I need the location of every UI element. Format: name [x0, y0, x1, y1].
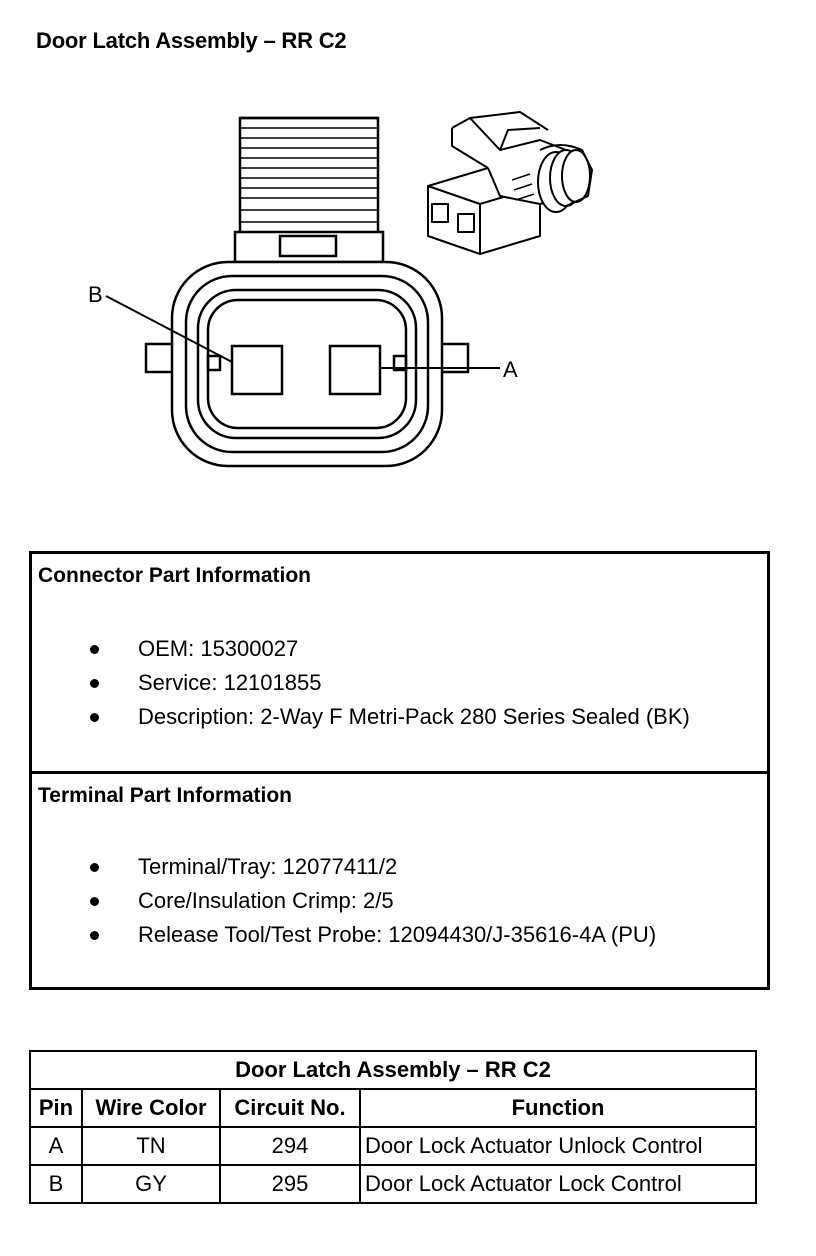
pin-table: Door Latch Assembly – RR C2 Pin Wire Col…	[29, 1050, 757, 1204]
table-title: Door Latch Assembly – RR C2	[29, 1050, 757, 1090]
pin-cell: B	[29, 1164, 83, 1204]
table-row: B GY 295 Door Lock Actuator Lock Control	[29, 1164, 757, 1204]
circuit-cell: 294	[219, 1126, 361, 1166]
bullet-icon	[90, 679, 99, 688]
bullet-icon	[90, 897, 99, 906]
table-header-row: Pin Wire Color Circuit No. Function	[29, 1088, 757, 1128]
column-header-wire-color: Wire Color	[81, 1088, 221, 1128]
function-cell: Door Lock Actuator Unlock Control	[359, 1126, 757, 1166]
connector-face-view	[105, 116, 500, 468]
bullet-icon	[90, 645, 99, 654]
pin-label-b: B	[88, 282, 103, 307]
connector-part-info: Connector Part Information OEM: 15300027…	[32, 554, 767, 774]
column-header-circuit-no: Circuit No.	[219, 1088, 361, 1128]
terminal-part-info: Terminal Part Information Terminal/Tray:…	[38, 784, 657, 947]
pin-label-a: A	[503, 357, 518, 382]
wire-color-cell: GY	[81, 1164, 221, 1204]
connector-iso-view	[427, 111, 593, 255]
function-cell: Door Lock Actuator Lock Control	[359, 1164, 757, 1204]
part-info-box: Connector Part Information OEM: 15300027…	[29, 551, 770, 990]
wire-color-cell: TN	[81, 1126, 221, 1166]
bullet-icon	[90, 713, 99, 722]
terminal-part-heading: Terminal Part Information	[38, 784, 292, 807]
page-title: Door Latch Assembly – RR C2	[36, 28, 347, 53]
column-header-pin: Pin	[29, 1088, 83, 1128]
connector-diagram: B A	[88, 111, 593, 468]
table-row: A TN 294 Door Lock Actuator Unlock Contr…	[29, 1126, 757, 1166]
circuit-cell: 295	[219, 1164, 361, 1204]
bullet-icon	[90, 863, 99, 872]
bullet-icon	[90, 931, 99, 940]
column-header-function: Function	[359, 1088, 757, 1128]
connector-part-heading: Connector Part Information	[38, 564, 312, 587]
pin-cell: A	[29, 1126, 83, 1166]
